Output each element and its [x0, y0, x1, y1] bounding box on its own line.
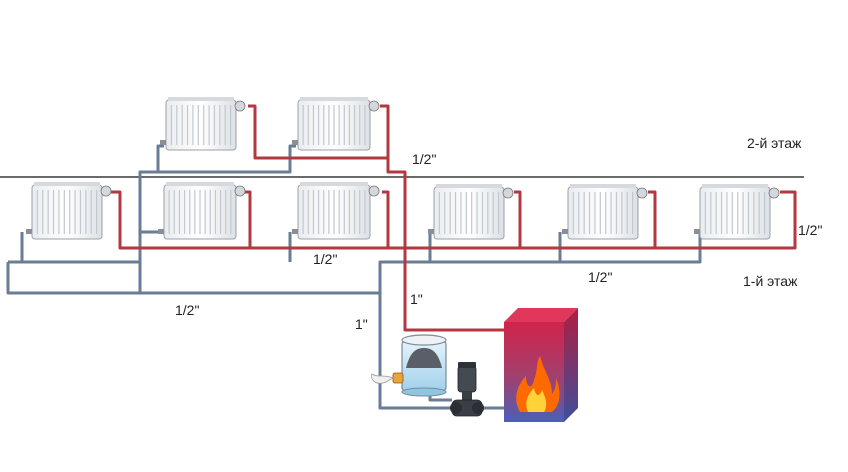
radiator-group: [26, 97, 780, 240]
radiator-upper-2: [292, 97, 380, 151]
floor-label-second: 2-й этаж: [747, 135, 802, 151]
return-pipe-to-pump: [378, 293, 462, 410]
supply-pipe-ground-right: [405, 190, 797, 250]
return-pipe-second-floor-left: [140, 144, 164, 174]
radiator-upper-1: [160, 97, 246, 151]
radiator-ground-5: [562, 184, 648, 240]
radiator-ground-6: [694, 184, 780, 240]
supply-pipe-ground-left: [110, 190, 405, 250]
pipe-size-boiler-return: 1": [355, 316, 368, 332]
pipe-network: [6, 104, 797, 410]
flame-icon: [516, 356, 560, 412]
pipe-size-ground-return-right: 1/2": [588, 269, 613, 285]
supply-pipe-ground-r3: [382, 190, 390, 248]
return-pipe-main: [6, 262, 380, 295]
circulation-pump-icon: [450, 362, 484, 417]
return-pipe-second-floor: [138, 144, 296, 293]
supply-pipe-main-riser: [380, 104, 504, 332]
pipe-size-ground-right-end: 1/2": [798, 222, 823, 238]
valve-icon: [371, 372, 404, 384]
pipe-size-main-return-left: 1/2": [175, 302, 200, 318]
radiator-ground-1: [26, 182, 112, 240]
floor-label-first: 1-й этаж: [743, 273, 798, 289]
expansion-tank-icon: [401, 334, 447, 397]
pipe-size-upper-riser: 1/2": [412, 151, 437, 167]
radiator-ground-4: [428, 184, 514, 240]
supply-pipe-ground-r2: [244, 190, 252, 248]
pipe-size-ground-supply-mid: 1/2": [313, 251, 338, 267]
radiator-ground-2: [158, 182, 246, 240]
radiator-ground-3: [292, 182, 380, 240]
supply-pipe-ground-r5: [648, 190, 657, 248]
pipe-size-boiler-supply: 1": [410, 291, 423, 307]
supply-pipe-second-floor: [248, 104, 388, 160]
supply-pipe-ground-r4: [514, 190, 522, 248]
boiler-icon: [504, 308, 578, 422]
